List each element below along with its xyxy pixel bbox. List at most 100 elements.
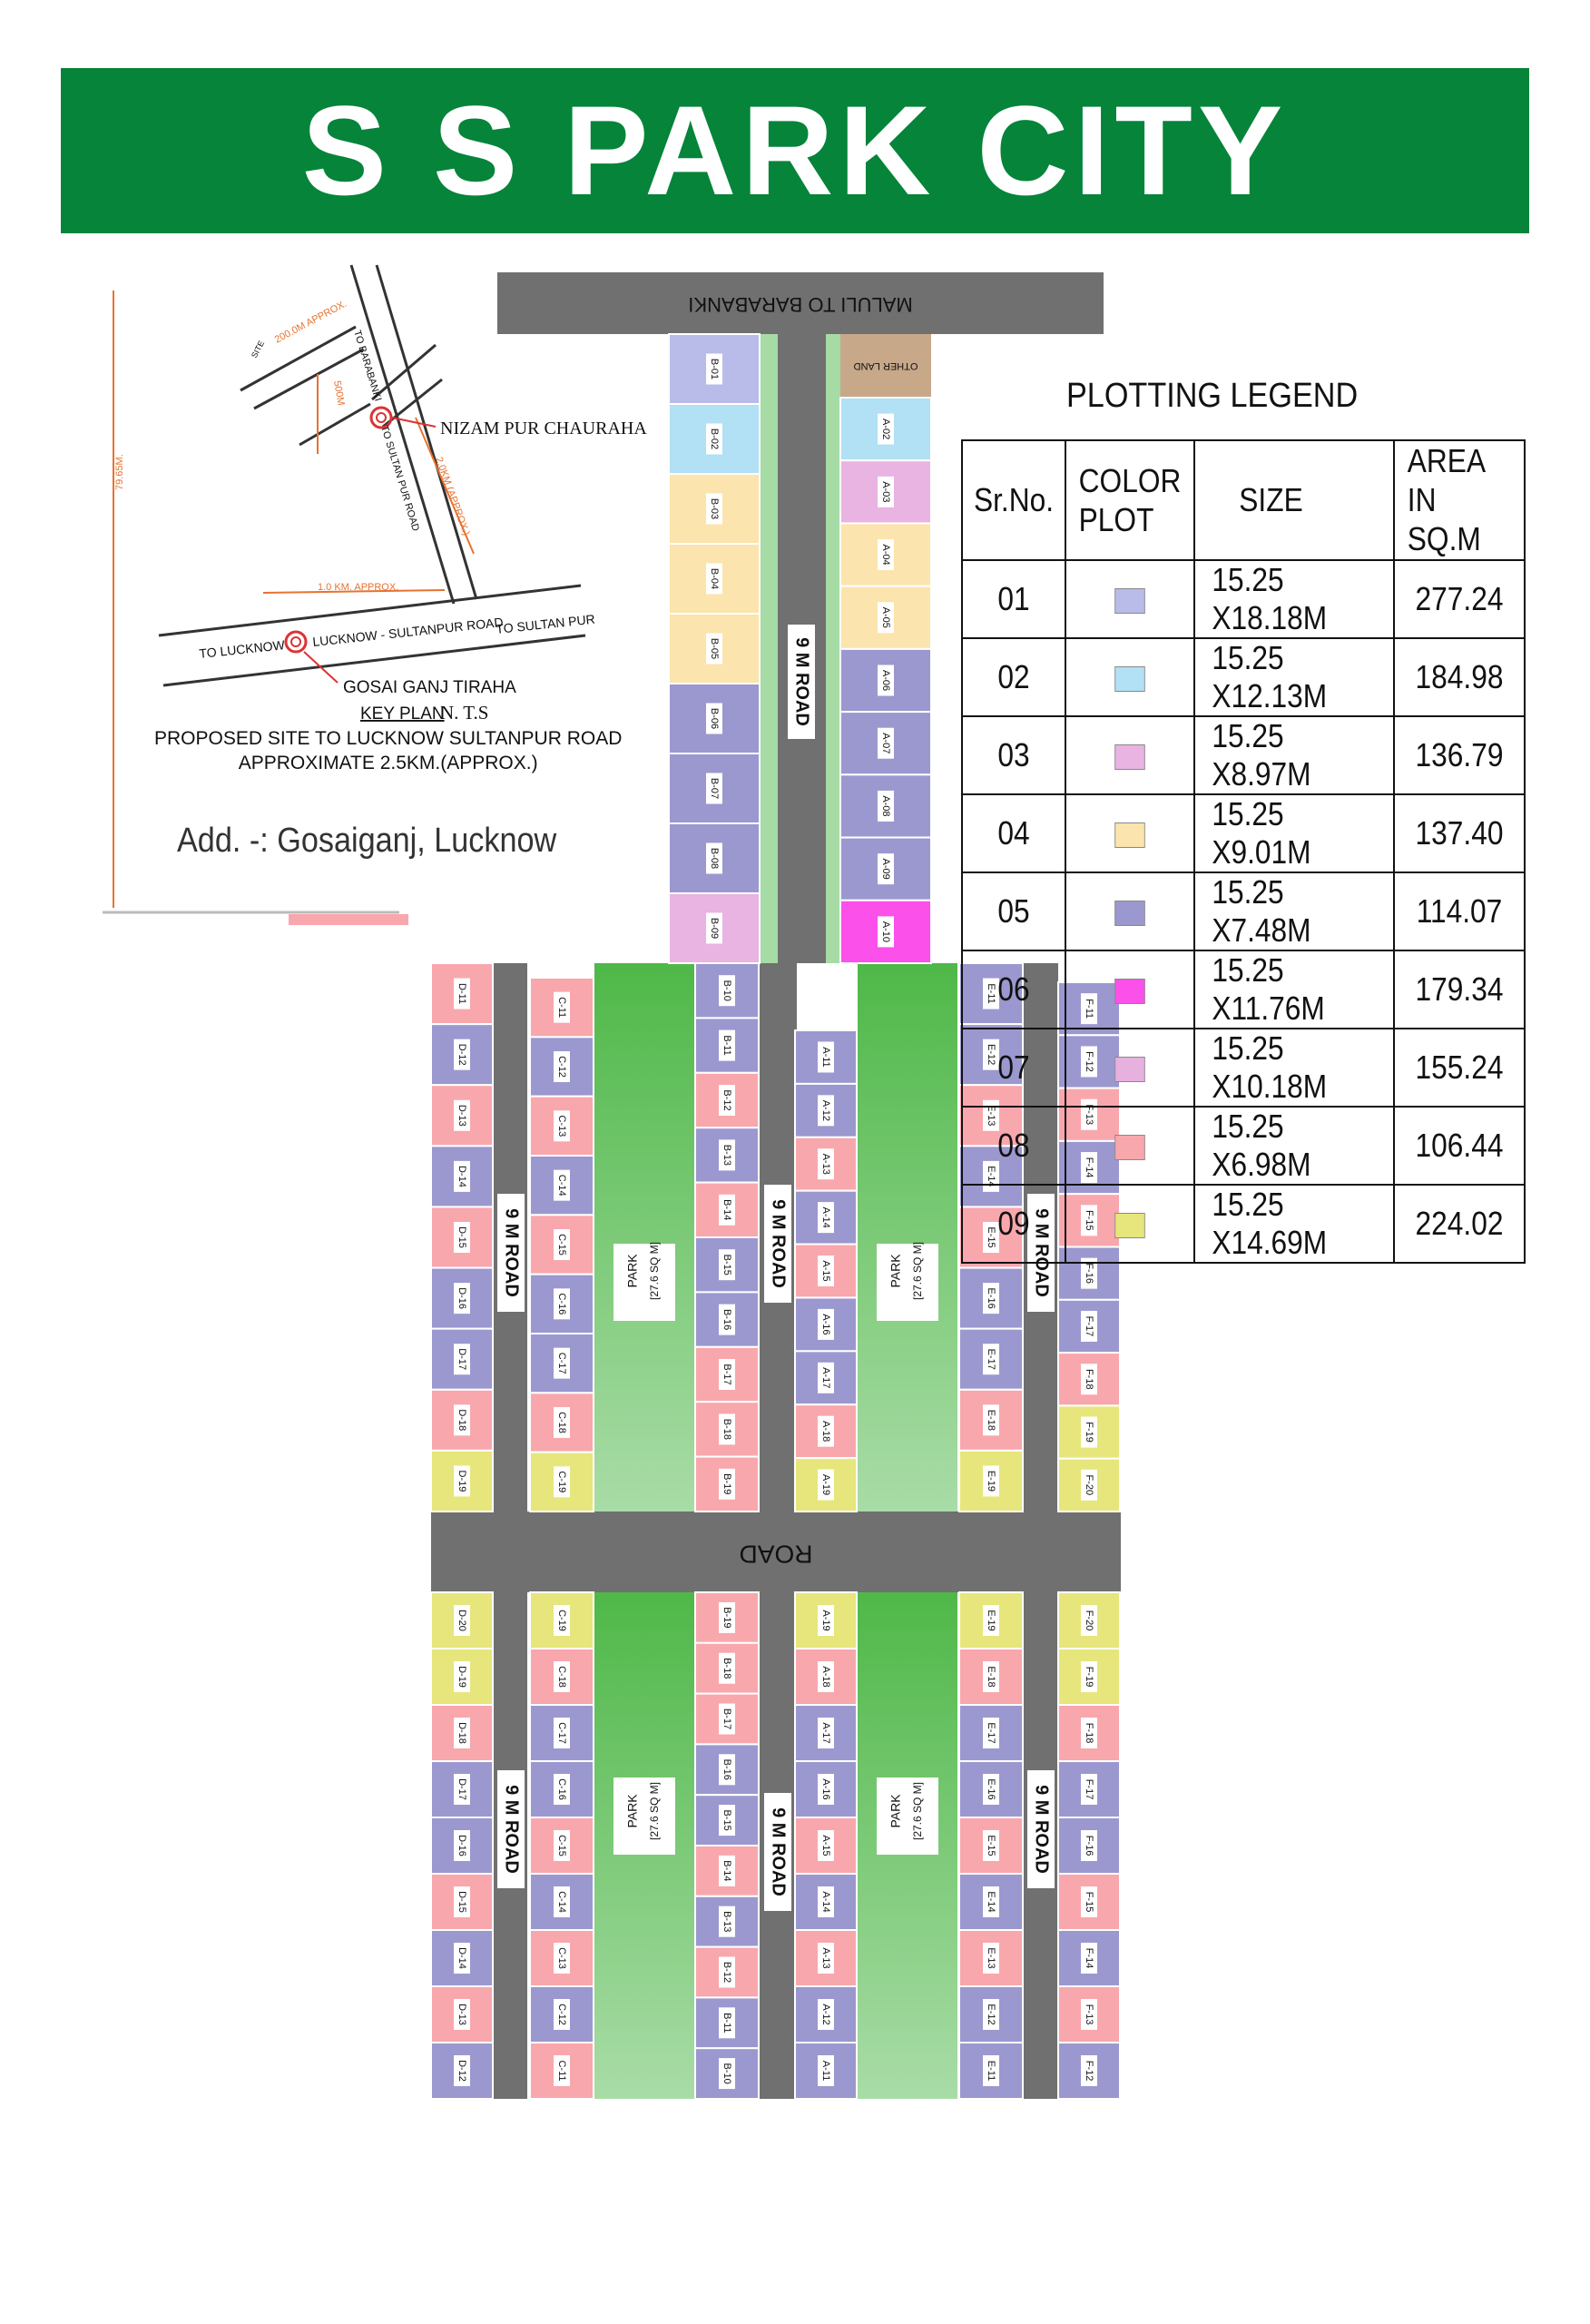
park-label-bg: [877, 1777, 938, 1855]
plot-label: B-13: [721, 1145, 732, 1166]
plot-a-11: A-11: [794, 2042, 858, 2100]
plot-label: A-19: [820, 1610, 831, 1630]
plot-label: E-17: [986, 1722, 996, 1743]
plots-layer: B-01B-02B-03B-04B-05B-06B-07B-08B-09A-02…: [430, 333, 1121, 2100]
plot-label: B-12: [721, 1962, 732, 1983]
legend-header-color: COLOR PLOT: [1072, 439, 1188, 561]
plot-label: D-17: [456, 1778, 467, 1800]
legend-size: 15.25 X8.97M: [1205, 714, 1383, 795]
park-label-bg: [877, 1244, 938, 1321]
plot-label: F-19: [1084, 1667, 1094, 1688]
plot-label-bg: [818, 1718, 834, 1748]
plot-label: E-16: [986, 1778, 996, 1799]
plot-c-12: C-12: [529, 1036, 594, 1098]
road-label-bg: [497, 1194, 525, 1312]
plot-label-bg: [706, 353, 722, 385]
site-address: Add. -: Gosaiganj, Lucknow: [177, 822, 557, 860]
plot-label-bg: [818, 1415, 834, 1447]
plot-a-04: A-04: [839, 522, 932, 587]
plot-label: D-15: [456, 1891, 467, 1913]
park-label: PARK: [625, 1794, 640, 1828]
plot-label-bg: [554, 1110, 570, 1142]
plot-label-bg: [878, 727, 894, 759]
label-500m: 500M: [331, 379, 347, 406]
plot-label: B-16: [721, 1759, 732, 1780]
plot-a-18: A-18: [794, 1648, 858, 1706]
plot-label: B-07: [709, 778, 720, 799]
plot-label: B-15: [721, 1809, 732, 1830]
plot-label-bg: [818, 1041, 834, 1073]
plot-a-07: A-07: [839, 711, 932, 776]
plot-label-bg: [719, 1703, 735, 1735]
plot-label-bg: [454, 1999, 470, 2030]
plot-label: B-19: [721, 1473, 732, 1494]
park-label: PARK: [625, 1254, 640, 1288]
plot-label: B-17: [721, 1364, 732, 1384]
plot-label-bg: [1081, 1830, 1097, 1861]
plot-label-bg: [818, 1886, 834, 1917]
plot-b-14: B-14: [694, 1845, 760, 1897]
plot-label-bg: [983, 1605, 999, 1636]
plot-label: A-03: [880, 481, 891, 502]
plot-label: B-02: [709, 428, 720, 449]
park-upper-right: [858, 963, 957, 1512]
road-label-bg: [764, 1793, 791, 1911]
plot-label: E-19: [986, 1471, 996, 1492]
plot-label-bg: [706, 493, 722, 525]
plot-label: A-09: [880, 859, 891, 880]
plot-c-14: C-14: [529, 1155, 594, 1216]
plot-c-13: C-13: [529, 1095, 594, 1157]
plot-label-bg: [818, 1308, 834, 1340]
plot-label-bg: [554, 1407, 570, 1438]
legend-area: 277.24: [1400, 558, 1518, 639]
park-upper-left: [594, 963, 694, 1512]
legend-area: 179.34: [1400, 949, 1518, 1029]
plot-label: B-19: [721, 1607, 732, 1628]
label-key-plan: KEY PLAN: [360, 704, 445, 724]
legend-size: 15.25 X7.48M: [1205, 871, 1383, 951]
legend-color-swatch: [1114, 744, 1145, 771]
plot-label: F-16: [1084, 1836, 1094, 1856]
plot-label: E-12: [986, 2004, 996, 2024]
plot-b-13: B-13: [694, 1895, 760, 1948]
park-area-label: [27.6 SQ M]: [648, 1782, 661, 1840]
plot-b-09: B-09: [668, 892, 761, 964]
plot-label: E-17: [986, 1349, 996, 1370]
plot-c-15: C-15: [529, 1817, 594, 1875]
road-9m-left-lower-label: 9 M ROAD: [502, 1785, 522, 1874]
plot-label-bg: [706, 633, 722, 665]
label-2km: 2.0KM (APPROX.): [433, 456, 471, 537]
plot-f-15: F-15: [1057, 1873, 1121, 1931]
plot-e-19: E-19: [958, 1591, 1024, 1649]
plot-label: A-02: [880, 419, 891, 439]
plot-label: A-11: [820, 1047, 831, 1067]
plot-a-16: A-16: [794, 1760, 858, 1818]
plot-b-16: B-16: [694, 1291, 760, 1348]
plot-label: F-18: [1084, 1723, 1094, 1744]
key-road-line: [382, 378, 443, 428]
plot-b-15: B-15: [694, 1794, 760, 1846]
plot-label-bg: [454, 1222, 470, 1253]
legend-area: 114.07: [1400, 871, 1518, 951]
plot-label: A-04: [880, 544, 891, 565]
road-label-bg: [1027, 1770, 1055, 1888]
plot-label-bg: [818, 1999, 834, 2030]
plot-b-12: B-12: [694, 1945, 760, 1999]
plot-label-bg: [719, 1601, 735, 1633]
legend-area: 136.79: [1400, 714, 1518, 795]
plot-label: C-17: [556, 1353, 567, 1374]
plot-label: E-18: [986, 1410, 996, 1431]
plot-b-07: B-07: [668, 753, 761, 824]
plot-label-bg: [818, 1148, 834, 1180]
plot-label-bg: [719, 1029, 735, 1061]
plot-label: B-10: [721, 2063, 732, 2083]
legend-srno: 09: [967, 1183, 1061, 1264]
plot-label: C-15: [556, 1835, 567, 1856]
road-9m-center-label: 9 M ROAD: [769, 1199, 789, 1288]
plot-label-bg: [1081, 2055, 1097, 2086]
legend-srno: 07: [967, 1027, 1061, 1108]
plot-b-01: B-01: [668, 333, 761, 405]
